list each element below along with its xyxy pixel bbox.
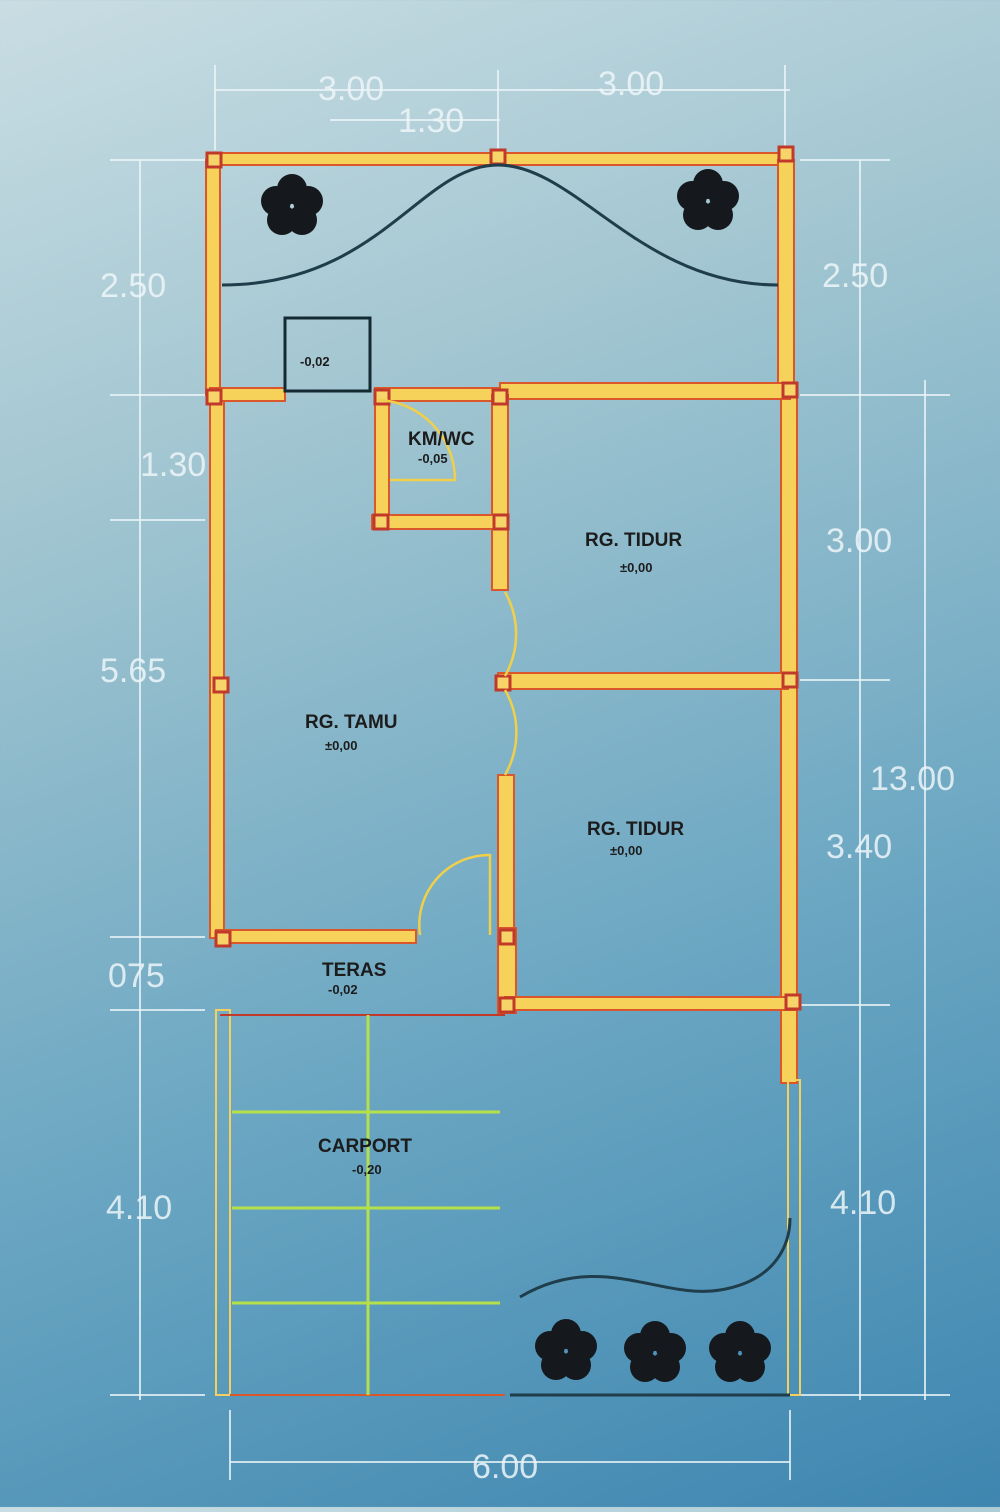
wall-wc-bottom bbox=[371, 514, 503, 530]
wall-right-yard bbox=[787, 1079, 801, 1396]
room-level-carport: -0,20 bbox=[352, 1162, 382, 1177]
dim-left-0: 2.50 bbox=[100, 267, 166, 305]
room-name-carport: CARPORT bbox=[318, 1136, 412, 1157]
dim-left-1: 1.30 bbox=[140, 446, 206, 484]
dimension-lines bbox=[110, 65, 950, 1480]
room-level-rg-tamu: ±0,00 bbox=[325, 738, 357, 753]
wall-back-right bbox=[499, 382, 791, 400]
dim-right-total: 13.00 bbox=[870, 760, 955, 798]
wall-left-garden bbox=[205, 159, 221, 396]
wall-left-main bbox=[209, 392, 225, 939]
wall-wc-left bbox=[374, 394, 390, 521]
plants bbox=[261, 169, 771, 1382]
bedroom1-door bbox=[503, 591, 518, 677]
dim-top-inner: 1.30 bbox=[398, 102, 464, 140]
wall-teras-front bbox=[215, 929, 417, 944]
plant-icon bbox=[261, 174, 323, 235]
plant-icon bbox=[535, 1319, 597, 1380]
room-name-rg-tidur-1: RG. TIDUR bbox=[585, 530, 682, 551]
room-labels: -0,02 KM/WC -0,05 RG. TIDUR ±0,00 RG. TA… bbox=[300, 354, 684, 1177]
dim-right-1: 3.00 bbox=[826, 522, 892, 560]
wall-left-carport bbox=[215, 1009, 231, 1396]
dim-right-2: 3.40 bbox=[826, 828, 892, 866]
plant-icon bbox=[677, 169, 739, 230]
doors bbox=[283, 316, 518, 936]
wall-wc-right bbox=[491, 394, 509, 591]
carport-grid bbox=[232, 1015, 500, 1395]
columns bbox=[205, 145, 802, 1014]
room-level-rg-tidur-1: ±0,00 bbox=[620, 560, 652, 575]
small-box-level: -0,02 bbox=[300, 354, 330, 369]
bedroom2-door bbox=[503, 689, 518, 776]
garden-curve-bottom bbox=[519, 1217, 792, 1299]
wall-right-garden bbox=[777, 159, 795, 396]
dim-top-left: 3.00 bbox=[318, 70, 384, 108]
garden-curve-top bbox=[221, 163, 779, 287]
plant-icon bbox=[709, 1321, 771, 1382]
wall-bedroom-front bbox=[504, 996, 796, 1011]
plant-icon bbox=[624, 1321, 686, 1382]
dim-left-3: 075 bbox=[108, 957, 165, 995]
dim-right-0: 2.50 bbox=[822, 257, 888, 295]
front-door bbox=[418, 853, 492, 936]
room-level-km-wc: -0,05 bbox=[418, 451, 448, 466]
room-name-rg-tidur-2: RG. TIDUR bbox=[587, 819, 684, 840]
wall-tamu-right bbox=[497, 774, 515, 936]
wall-back-wc bbox=[374, 387, 506, 402]
dim-left-2: 5.65 bbox=[100, 652, 166, 690]
small-box bbox=[283, 316, 372, 393]
room-level-rg-tidur-2: ±0,00 bbox=[610, 843, 642, 858]
room-level-teras: -0,02 bbox=[328, 982, 358, 997]
wall-bedroom-divider bbox=[497, 672, 789, 690]
dim-bottom: 6.00 bbox=[472, 1448, 538, 1486]
room-name-rg-tamu: RG. TAMU bbox=[305, 712, 398, 733]
dim-top-right: 3.00 bbox=[598, 65, 664, 103]
room-name-teras: TERAS bbox=[322, 960, 386, 981]
dim-right-3: 4.10 bbox=[830, 1184, 896, 1222]
wall-right-main bbox=[780, 392, 798, 1084]
dimension-labels: 3.00 3.00 1.30 2.50 1.30 5.65 075 4.10 2… bbox=[100, 65, 955, 1486]
dim-left-4: 4.10 bbox=[106, 1189, 172, 1227]
wc-door bbox=[377, 398, 457, 482]
room-name-km-wc: KM/WC bbox=[408, 429, 475, 450]
